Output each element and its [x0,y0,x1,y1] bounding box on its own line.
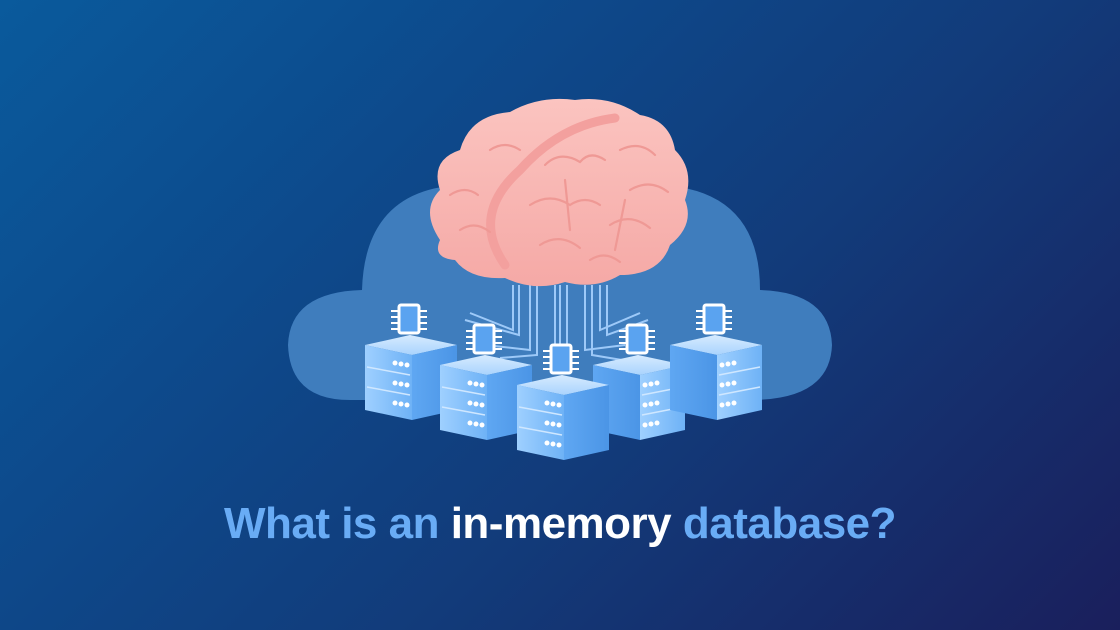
page-title: What is an in-memory database? [0,496,1120,552]
data-connection-lines [464,285,649,361]
brain-icon [430,98,689,287]
title-part-database: database? [671,499,897,548]
memory-chip-icon [619,323,655,355]
title-part-in-memory: in-memory [450,499,672,548]
server-stack-icon [517,343,609,460]
server-stack-icon [440,323,532,440]
memory-chip-icon [543,343,579,375]
title-part-what-is-an: What is an [223,499,451,548]
memory-chip-icon [466,323,502,355]
memory-chip-icon [696,303,732,335]
server-stack-icon [670,303,762,420]
memory-chip-icon [391,303,427,335]
